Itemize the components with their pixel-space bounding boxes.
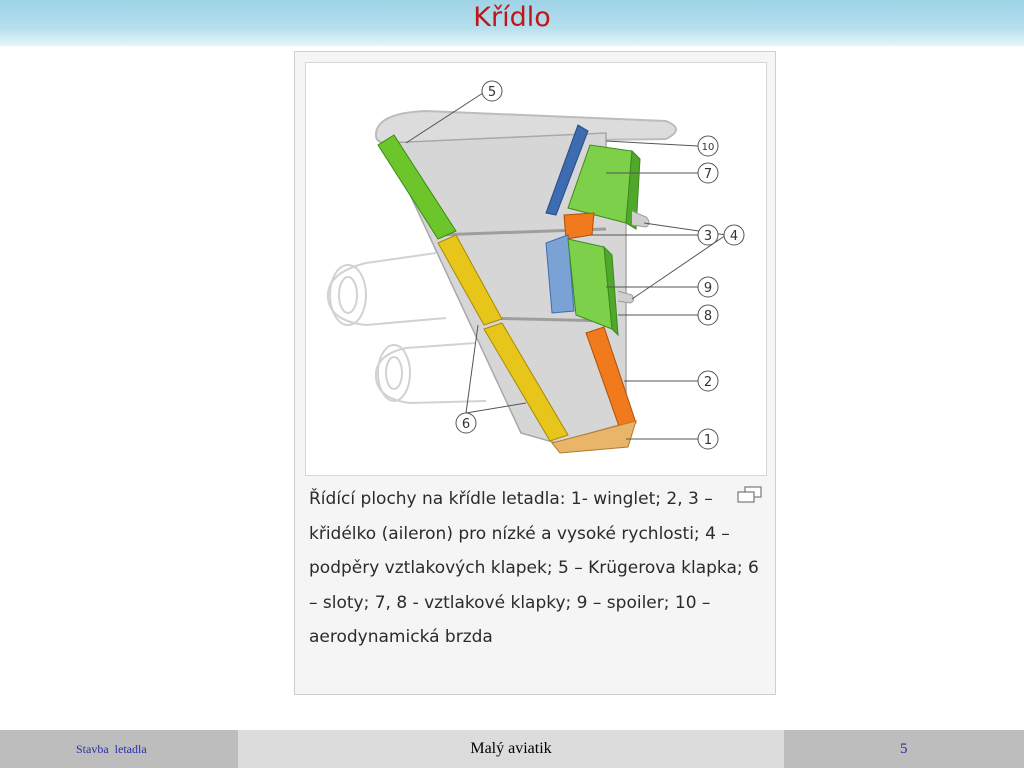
callout-4: 4	[723, 224, 745, 246]
svg-text:10: 10	[702, 142, 715, 153]
title-bar	[0, 0, 1024, 46]
figure-frame: 5 10 7 3 4	[294, 51, 776, 695]
svg-text:1: 1	[704, 433, 712, 448]
winglet	[551, 420, 637, 454]
svg-text:5: 5	[488, 85, 496, 100]
flap-support-lower	[617, 290, 635, 304]
svg-text:6: 6	[462, 417, 470, 432]
callout-8: 8	[697, 304, 719, 326]
slot-yellow-upper	[437, 234, 503, 326]
wing-body	[384, 132, 627, 444]
enlarge-icon[interactable]	[735, 485, 765, 505]
flap-green-lower-side	[603, 245, 619, 337]
footer-center: Malý aviatik	[238, 730, 784, 768]
airbrake-blue	[545, 124, 589, 216]
callout-6: 6	[455, 412, 477, 434]
footer-author: Malý aviatik	[470, 740, 552, 757]
engine-lower	[374, 342, 487, 405]
callout-7: 7	[697, 162, 719, 184]
svg-text:4: 4	[730, 229, 738, 244]
svg-text:3: 3	[704, 229, 712, 244]
footer-right: 5	[784, 730, 1024, 768]
footer-course: Stavba letadla	[76, 742, 147, 756]
svg-text:7: 7	[704, 167, 712, 182]
callout-1: 1	[697, 428, 719, 450]
svg-text:2: 2	[704, 375, 712, 390]
footer: Stavba letadla Malý aviatik 5	[0, 730, 1024, 768]
callout-10: 10	[697, 135, 719, 157]
figure-caption: Řídící plochy na křídle letadla: 1- wing…	[309, 489, 759, 647]
callout-3: 3	[697, 224, 719, 246]
svg-text:9: 9	[704, 281, 712, 296]
slide-title: Křídlo	[473, 2, 551, 33]
aileron-orange-lower	[585, 326, 637, 430]
wing-diagram: 5 10 7 3 4	[305, 62, 767, 476]
leader-lines	[405, 90, 727, 440]
footer-left: Stavba letadla	[0, 730, 238, 768]
callouts: 5 10 7 3 4	[455, 80, 745, 450]
engine-upper	[326, 252, 447, 327]
callout-9: 9	[697, 276, 719, 298]
callout-2: 2	[697, 370, 719, 392]
svg-text:8: 8	[704, 309, 712, 324]
wing-diagram-svg: 5 10 7 3 4	[326, 80, 745, 454]
flap-support-upper	[631, 210, 650, 228]
callout-5: 5	[481, 80, 503, 102]
spoiler-blue	[545, 234, 575, 314]
flap-green-upper-side	[625, 149, 641, 230]
kruger-flap-green	[377, 134, 457, 240]
slot-yellow-lower	[483, 322, 569, 442]
page-number: 5	[900, 741, 908, 757]
